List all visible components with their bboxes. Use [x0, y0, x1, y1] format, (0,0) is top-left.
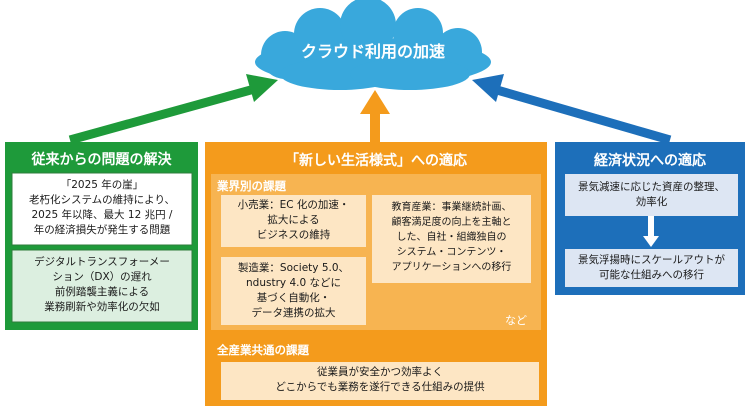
right-down-arrow — [643, 216, 659, 247]
common-box: 従業員が安全かつ効率よく どこからでも業務を遂行できる仕組みの提供 — [221, 365, 539, 395]
retail-line: 小売業：EC 化の加速・ — [237, 199, 350, 211]
education-line: 顧客満足度の向上を主軸と — [391, 217, 512, 228]
etc-label: など — [505, 314, 527, 327]
left-box-1: 「2025 年の崖」 老朽化システムの維持により、 2025 年以降、最大 12… — [12, 178, 192, 238]
manufacturing-line: 製造業：Society 5.0、 — [237, 262, 350, 274]
retail-line: 拡大による — [267, 214, 320, 226]
right-box-1-bg — [565, 174, 738, 216]
left-box-1-line: 年の経済損失が発生する問題 — [33, 224, 171, 236]
retail-bg — [221, 195, 366, 247]
manufacturing-box: 製造業：Society 5.0、 ndustry 4.0 などに 基づく自動化・… — [221, 261, 366, 321]
manufacturing-line: 基づく自動化・ — [256, 292, 331, 304]
right-box-2: 景気浮揚時にスケールアウトが 可能な仕組みへの移行 — [565, 253, 738, 283]
right-box-1-line: 景気減速に応じた資産の整理、 — [578, 181, 725, 193]
common-line: 従業員が安全かつ効率よく — [317, 366, 443, 378]
common-line: どこからでも業務を遂行できる仕組みの提供 — [275, 381, 485, 393]
center-panel-title: 「新しい生活様式」への適応 — [285, 153, 467, 169]
common-heading: 全産業共通の課題 — [217, 343, 309, 357]
left-box-2-bg — [11, 249, 193, 323]
manufacturing-line: ndustry 4.0 などに — [246, 277, 341, 289]
education-bg — [372, 195, 531, 283]
left-box-2-line: 前例踏襲主義による — [54, 286, 150, 298]
orange-arrow — [360, 90, 390, 146]
left-box-2-line: ション（DX）の遅れ — [52, 271, 152, 283]
education-line: した、自社・組織独自の — [396, 232, 507, 243]
right-panel-title: 経済状況への適応 — [594, 153, 706, 169]
left-box-2-line: デジタルトランスフォーメー — [34, 256, 170, 268]
left-box-1-line: 「2025 年の崖」 — [60, 179, 144, 191]
right-box-2-line: 可能な仕組みへの移行 — [599, 269, 704, 281]
left-box-1-line: 2025 年以降、最大 12 兆円 / — [31, 209, 173, 221]
right-box-2-line: 景気浮揚時にスケールアウトが — [578, 254, 725, 266]
right-box-1: 景気減速に応じた資産の整理、 効率化 — [565, 180, 738, 210]
left-box-1-bg — [11, 172, 193, 246]
left-box-2-line: 業務刷新や効率化の欠如 — [44, 301, 160, 313]
blue-arrow — [472, 74, 672, 145]
education-line: アプリケーションへの移行 — [391, 262, 512, 273]
right-box-1-line: 効率化 — [635, 196, 668, 208]
right-box-2-bg — [565, 249, 738, 287]
education-box: 教育産業：事業継続計画、 顧客満足度の向上を主軸と した、自社・組織独自の シス… — [372, 200, 531, 275]
cloud-title: クラウド利用の加速 — [300, 42, 445, 61]
industry-heading: 業界別の課題 — [217, 179, 286, 193]
manufacturing-line: データ連携の拡大 — [251, 307, 336, 319]
retail-line: ビジネスの維持 — [256, 229, 331, 241]
left-panel-title: 従来からの問題の解決 — [31, 152, 172, 168]
left-box-2: デジタルトランスフォーメー ション（DX）の遅れ 前例踏襲主義による 業務刷新や… — [12, 255, 192, 315]
common-bg — [221, 362, 539, 400]
education-line: システム・コンテンツ・ — [396, 247, 507, 258]
left-box-1-line: 老朽化システムの維持により、 — [28, 194, 176, 206]
cloud-shape — [255, 0, 491, 90]
green-arrow — [68, 74, 278, 145]
manufacturing-bg — [221, 257, 366, 325]
education-line: 教育産業：事業継続計画、 — [391, 202, 512, 213]
retail-box: 小売業：EC 化の加速・ 拡大による ビジネスの維持 — [221, 198, 366, 243]
